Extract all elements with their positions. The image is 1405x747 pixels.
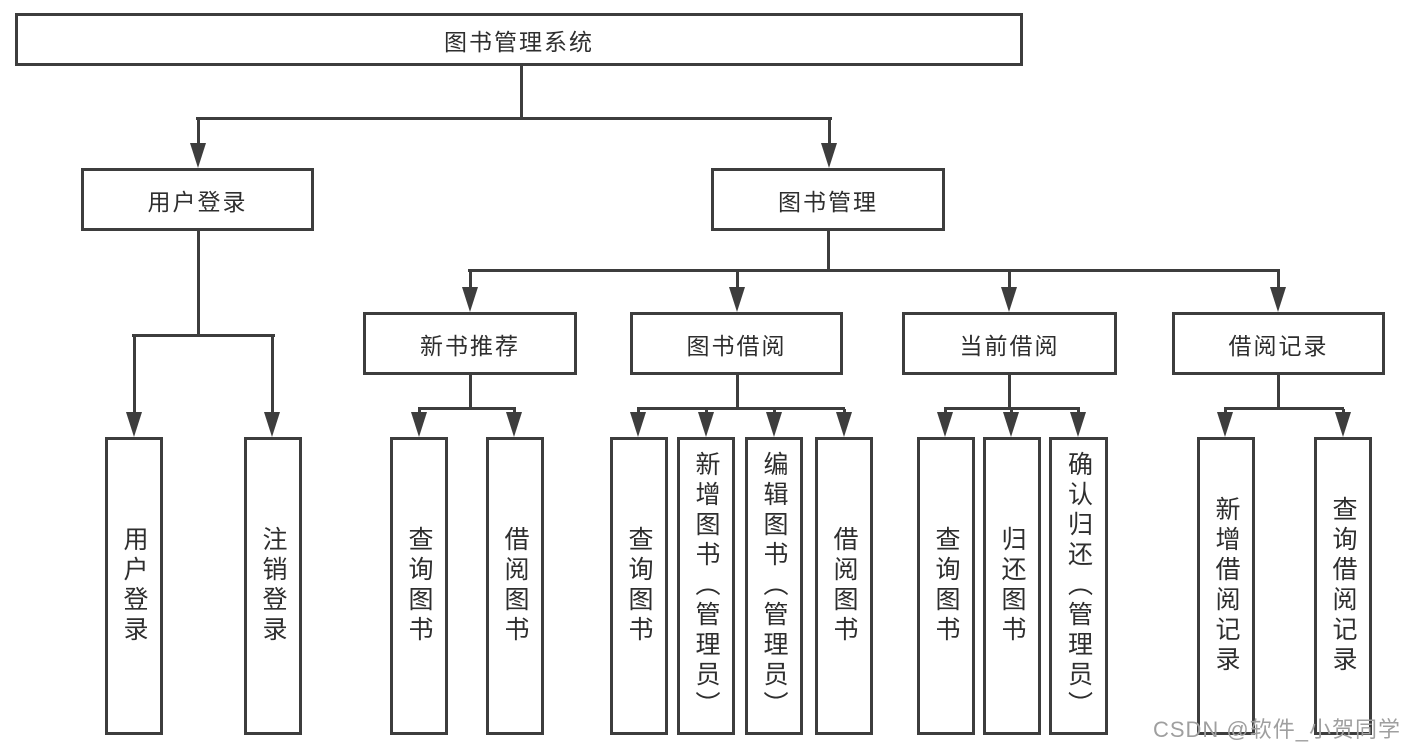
arrow-down-icon xyxy=(1001,287,1017,312)
connector-user-login-bar xyxy=(132,334,275,337)
leaf-confirm-return-admin: 确认归还（管理员） xyxy=(1049,437,1108,735)
connector-new-book-bar xyxy=(418,407,516,410)
arrow-down-icon xyxy=(1070,412,1086,437)
node-library-system: 图书管理系统 xyxy=(15,13,1023,66)
node-label: 编辑图书（管理员） xyxy=(760,451,788,721)
arrow-down-icon xyxy=(506,412,522,437)
node-label: 借阅记录 xyxy=(1228,332,1329,359)
node-label: 新书推荐 xyxy=(420,332,520,359)
arrow-down-icon xyxy=(937,412,953,437)
connector-drop-level3 xyxy=(736,271,739,289)
connector-root-stem xyxy=(520,66,523,119)
connector-drop-leaf xyxy=(271,336,274,414)
node-book-borrowing: 图书借阅 xyxy=(630,312,843,375)
node-label: 确认归还（管理员） xyxy=(1064,451,1093,721)
leaf-query-borrow-record: 查询借阅记录 xyxy=(1314,437,1372,735)
connector-current-borrow-bar xyxy=(944,407,1080,410)
arrow-down-icon xyxy=(821,143,837,168)
leaf-query-books-borrowing: 查询图书 xyxy=(610,437,668,735)
node-current-borrowing: 当前借阅 xyxy=(902,312,1117,375)
node-book-management: 图书管理 xyxy=(711,168,945,231)
leaf-user-login: 用户登录 xyxy=(105,437,163,735)
arrow-down-icon xyxy=(190,143,206,168)
arrow-down-icon xyxy=(836,412,852,437)
arrow-down-icon xyxy=(126,412,142,437)
node-label: 图书借阅 xyxy=(686,332,787,359)
node-label: 借阅图书 xyxy=(501,526,529,646)
connector-drop-user-login xyxy=(197,119,200,146)
node-label: 用户登录 xyxy=(147,188,248,215)
leaf-query-books-recommend: 查询图书 xyxy=(390,437,448,735)
arrow-down-icon xyxy=(1270,287,1286,312)
watermark-text: CSDN @软件_小贺同学 xyxy=(1152,717,1401,742)
connector-borrow-record-bar xyxy=(1224,407,1344,410)
connector-borrow-record-stem xyxy=(1277,375,1280,409)
connector-book-borrow-bar xyxy=(637,407,845,410)
arrow-down-icon xyxy=(1335,412,1351,437)
leaf-borrow-books-recommend: 借阅图书 xyxy=(486,437,544,735)
node-label: 图书管理 xyxy=(778,188,878,215)
node-new-book-recommend: 新书推荐 xyxy=(363,312,577,375)
connector-drop-level3 xyxy=(1277,271,1280,289)
connector-drop-level3 xyxy=(1008,271,1011,289)
connector-user-login-stem xyxy=(197,231,200,336)
node-label: 用户登录 xyxy=(120,526,148,646)
node-label: 查询图书 xyxy=(405,526,433,646)
arrow-down-icon xyxy=(1217,412,1233,437)
connector-root-bar xyxy=(196,117,832,120)
arrow-down-icon xyxy=(698,412,714,437)
connector-current-borrow-stem xyxy=(1008,375,1011,409)
node-label: 新增借阅记录 xyxy=(1212,496,1240,676)
arrow-down-icon xyxy=(462,287,478,312)
connector-book-borrow-stem xyxy=(736,375,739,409)
leaf-query-books-current: 查询图书 xyxy=(917,437,975,735)
node-label: 图书管理系统 xyxy=(444,28,594,55)
leaf-borrow-books-borrowing: 借阅图书 xyxy=(815,437,873,735)
node-label: 当前借阅 xyxy=(959,332,1060,359)
node-user-login: 用户登录 xyxy=(81,168,314,231)
arrow-down-icon xyxy=(264,412,280,437)
connector-book-management-stem xyxy=(827,231,830,271)
leaf-add-books-admin: 新增图书（管理员） xyxy=(677,437,735,735)
connector-drop-leaf xyxy=(133,336,136,414)
leaf-add-borrow-record: 新增借阅记录 xyxy=(1197,437,1255,735)
arrow-down-icon xyxy=(630,412,646,437)
node-label: 查询图书 xyxy=(932,526,960,646)
node-borrowing-records: 借阅记录 xyxy=(1172,312,1385,375)
leaf-return-books: 归还图书 xyxy=(983,437,1041,735)
connector-book-management-bar xyxy=(468,269,1280,272)
node-label: 新增图书（管理员） xyxy=(692,451,720,721)
node-label: 注销登录 xyxy=(259,526,287,646)
connector-drop-book-management xyxy=(828,119,831,146)
arrow-down-icon xyxy=(729,287,745,312)
leaf-edit-books-admin: 编辑图书（管理员） xyxy=(745,437,803,735)
connector-new-book-stem xyxy=(469,375,472,409)
leaf-logout: 注销登录 xyxy=(244,437,302,735)
node-label: 查询图书 xyxy=(625,526,653,646)
arrow-down-icon xyxy=(411,412,427,437)
node-label: 归还图书 xyxy=(998,526,1026,646)
arrow-down-icon xyxy=(1003,412,1019,437)
arrow-down-icon xyxy=(766,412,782,437)
node-label: 查询借阅记录 xyxy=(1329,496,1357,676)
connector-drop-level3 xyxy=(469,271,472,289)
node-label: 借阅图书 xyxy=(830,526,858,646)
